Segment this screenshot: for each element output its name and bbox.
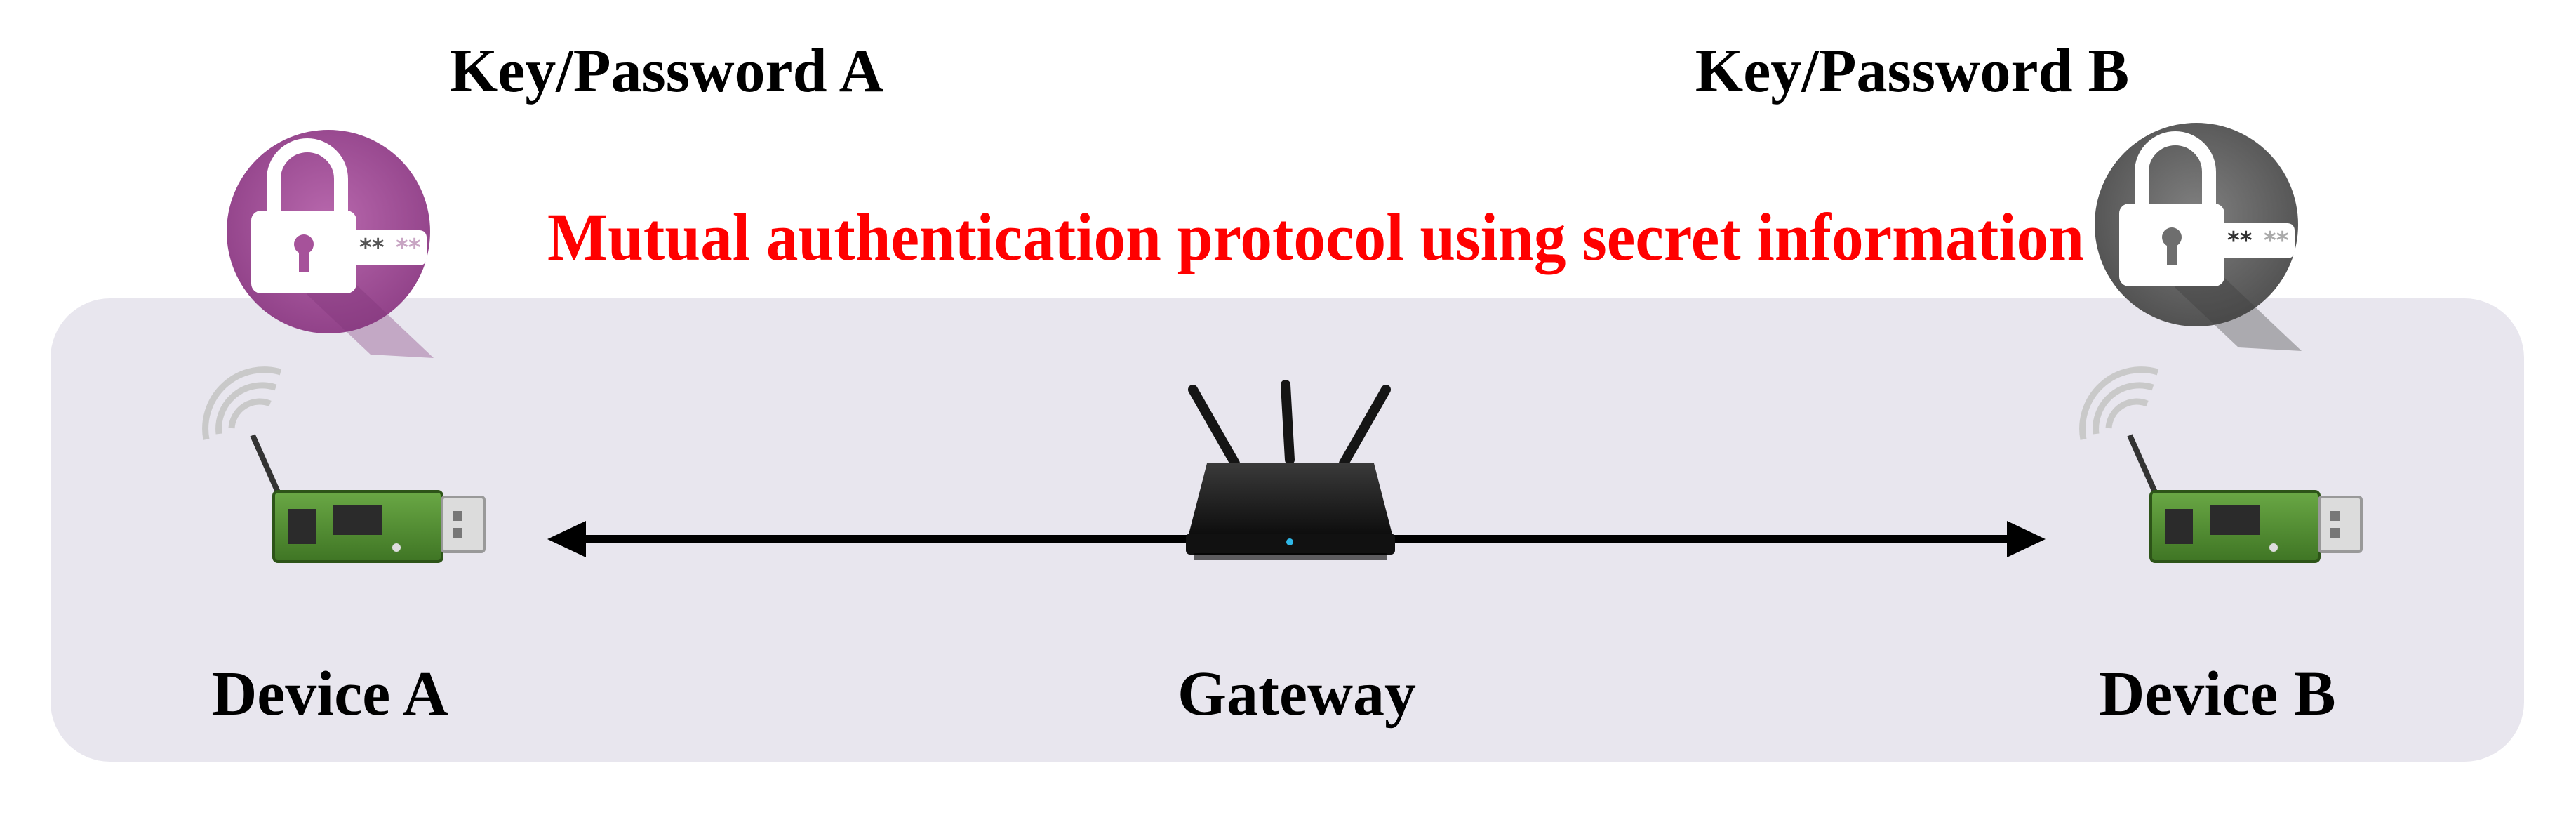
device-a-label: Device A: [211, 659, 448, 729]
svg-text:**: **: [359, 234, 385, 262]
key-password-a-label: Key/Password A: [450, 37, 883, 105]
protocol-caption: Mutual authentication protocol using sec…: [547, 199, 2084, 274]
padlock-password-b-icon: ** **: [2095, 123, 2302, 351]
gateway-label: Gateway: [1177, 659, 1416, 729]
padlock-password-a-icon: ** **: [227, 130, 434, 358]
key-password-b-label: Key/Password B: [1695, 37, 2129, 105]
svg-text:**: **: [2264, 227, 2289, 255]
router-icon: [1186, 380, 1395, 560]
svg-text:**: **: [2227, 227, 2253, 255]
device-a-icon: [202, 366, 486, 563]
svg-text:**: **: [396, 234, 421, 262]
device-b-icon: [2079, 366, 2363, 563]
device-b-label: Device B: [2099, 659, 2335, 729]
